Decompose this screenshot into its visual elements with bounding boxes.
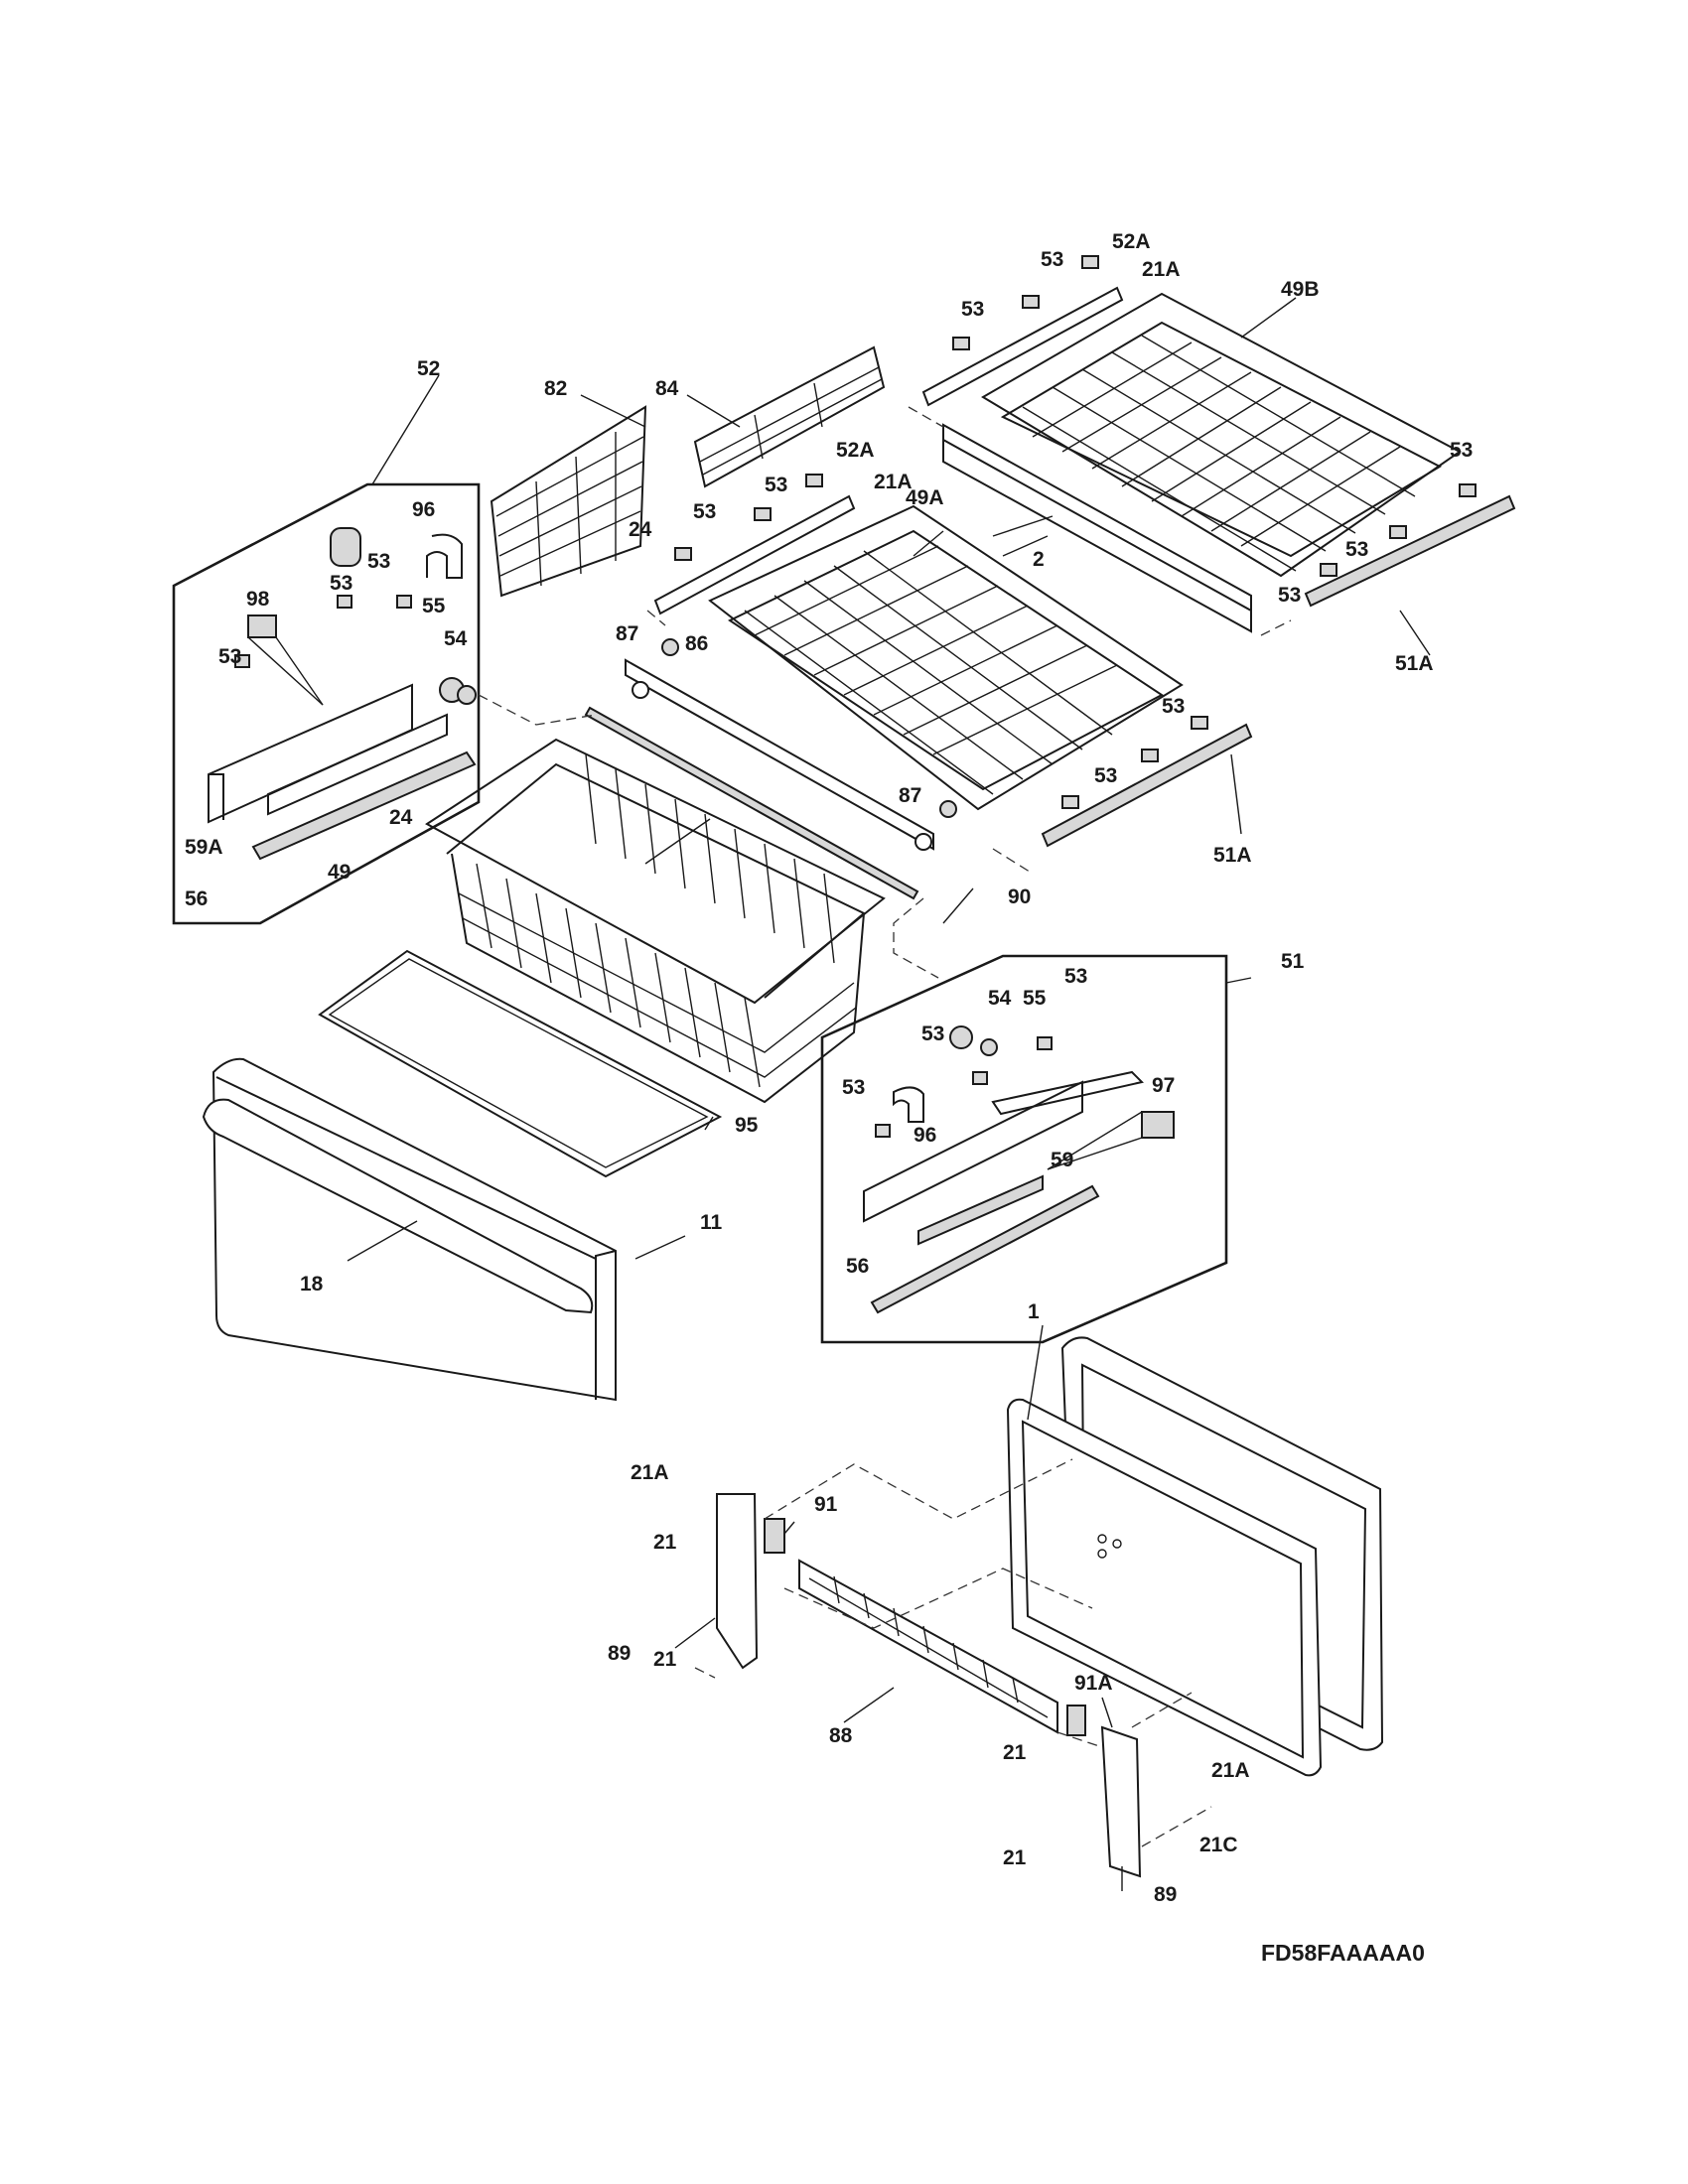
label-21: 21	[653, 1531, 677, 1554]
label-21: 21	[1003, 1846, 1027, 1869]
divider-84	[693, 345, 886, 488]
label-84: 84	[655, 377, 679, 400]
bar-90	[584, 706, 919, 900]
divider-82	[490, 405, 647, 598]
bracket-89-right	[1066, 1705, 1142, 1878]
basket-49B	[942, 292, 1462, 633]
label-21C: 21C	[1199, 1834, 1238, 1856]
label-21A: 21A	[1211, 1759, 1250, 1782]
label-89: 89	[1154, 1883, 1177, 1906]
label-53: 53	[961, 298, 984, 321]
label-21: 21	[653, 1648, 677, 1671]
rail-51A-top	[1304, 483, 1516, 608]
basket-49A	[708, 504, 1184, 811]
label-96: 96	[914, 1124, 936, 1147]
label-55: 55	[1023, 987, 1047, 1010]
label-53: 53	[693, 500, 716, 523]
label-21: 21	[1003, 1741, 1027, 1764]
cover-95	[318, 949, 723, 1178]
label-88: 88	[829, 1724, 853, 1747]
rail-51A-mid	[1041, 716, 1253, 848]
tray-86	[625, 638, 957, 851]
label-53: 53	[1278, 584, 1301, 607]
part-labels: 52 82 84 53 52A 21A 49B 53 96 24 53 52A …	[185, 230, 1473, 1966]
leader-lines	[347, 297, 1431, 1891]
label-54: 54	[988, 987, 1012, 1010]
label-51A: 51A	[1395, 652, 1434, 675]
label-87: 87	[616, 622, 638, 645]
label-82: 82	[544, 377, 567, 400]
label-24: 24	[629, 518, 652, 541]
label-52A: 52A	[1112, 230, 1151, 253]
basket-49	[425, 738, 886, 1104]
label-53: 53	[330, 572, 352, 595]
label-1: 1	[1028, 1300, 1040, 1323]
label-90: 90	[1008, 886, 1031, 908]
label-49: 49	[328, 861, 351, 884]
label-54: 54	[444, 627, 468, 650]
label-87: 87	[899, 784, 921, 807]
label-21A: 21A	[631, 1461, 669, 1484]
rail-52A-top	[921, 255, 1124, 407]
label-95: 95	[735, 1114, 759, 1137]
label-53: 53	[1041, 248, 1063, 271]
label-11: 11	[700, 1211, 723, 1234]
label-18: 18	[300, 1273, 324, 1296]
label-21A: 21A	[1142, 258, 1181, 281]
label-21A: 21A	[874, 471, 913, 493]
label-52: 52	[417, 357, 440, 380]
label-96: 96	[412, 498, 435, 521]
label-86: 86	[685, 632, 708, 655]
label-55: 55	[422, 595, 446, 617]
label-89: 89	[608, 1642, 631, 1665]
label-98: 98	[246, 588, 270, 611]
door-frame-1	[1006, 1336, 1384, 1777]
drawer-front-11	[211, 1057, 617, 1402]
label-97: 97	[1152, 1074, 1175, 1097]
label-24: 24	[389, 806, 413, 829]
label-53: 53	[765, 474, 787, 496]
label-56: 56	[185, 887, 208, 910]
label-53: 53	[921, 1023, 944, 1045]
label-53: 53	[1094, 764, 1117, 787]
label-91: 91	[814, 1493, 838, 1516]
label-51A: 51A	[1213, 844, 1252, 867]
label-59: 59	[1051, 1149, 1073, 1171]
bracket-89-left	[716, 1493, 785, 1670]
label-53: 53	[1345, 538, 1368, 561]
label-53: 53	[367, 550, 390, 573]
diagram-code: FD58FAAAAA0	[1261, 1940, 1425, 1966]
label-91A: 91A	[1074, 1672, 1113, 1695]
callout-box-51	[820, 954, 1228, 1344]
label-53: 53	[1450, 439, 1473, 462]
callout-box-52	[172, 482, 481, 925]
label-53: 53	[842, 1076, 865, 1099]
label-51: 51	[1281, 950, 1305, 973]
rail-52A-mid	[653, 474, 856, 615]
handle-18	[202, 1098, 594, 1314]
label-49B: 49B	[1281, 278, 1320, 301]
assembly-lines	[478, 406, 1292, 1847]
label-52A: 52A	[836, 439, 875, 462]
label-53: 53	[1162, 695, 1185, 718]
label-56: 56	[846, 1255, 869, 1278]
label-53: 53	[1064, 965, 1087, 988]
label-49A: 49A	[906, 486, 944, 509]
label-2: 2	[1033, 548, 1045, 571]
label-53: 53	[218, 645, 241, 668]
label-59A: 59A	[185, 836, 223, 859]
